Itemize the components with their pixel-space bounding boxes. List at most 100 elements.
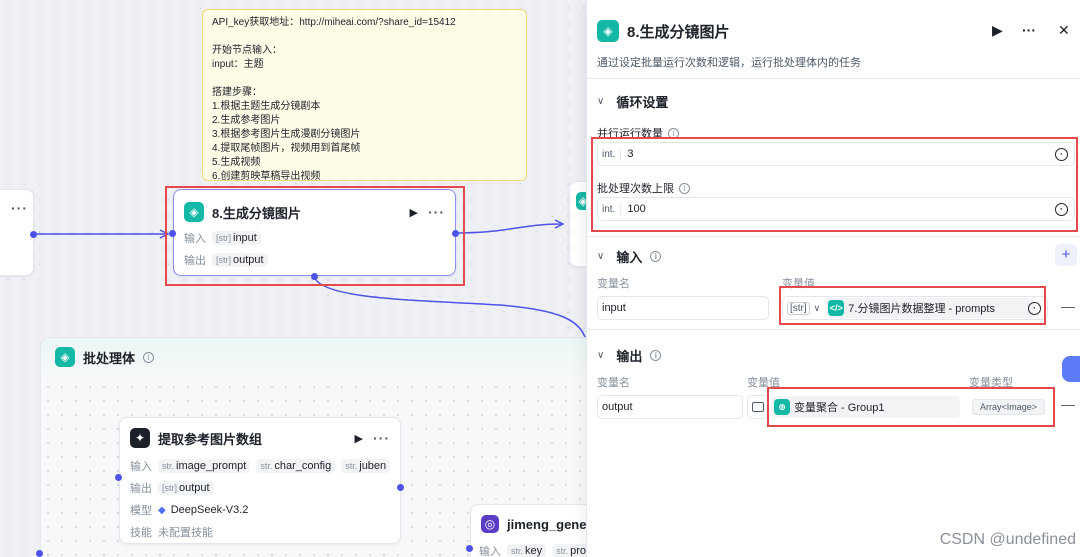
highlight-box bbox=[591, 137, 1078, 232]
assistant-float-icon[interactable] bbox=[1062, 356, 1080, 382]
batch-node-icon: ◈ bbox=[576, 192, 586, 210]
out-var-value-header: 变量值 bbox=[747, 377, 780, 389]
note-line: 开始节点输入： bbox=[212, 45, 282, 56]
add-input-button[interactable]: + bbox=[1055, 244, 1077, 266]
input-label: 输入 bbox=[130, 461, 152, 473]
parallel-count-input[interactable]: int. 3 · bbox=[597, 142, 1075, 166]
note-line: 5.生成视频 bbox=[212, 157, 261, 168]
input-var-name-field[interactable]: input bbox=[597, 296, 769, 320]
node-config-panel: ◈ 8.生成分镜图片 ▶ ··· ✕ 通过设定批量运行次数和逻辑，运行批处理体内… bbox=[586, 0, 1080, 557]
output-tag: [str]output bbox=[158, 481, 214, 495]
field-value: 3 bbox=[627, 148, 634, 160]
play-icon[interactable]: ▶ bbox=[409, 206, 418, 219]
close-button[interactable]: ✕ bbox=[1058, 22, 1070, 38]
input-reference-chip[interactable]: </> 7.分镜图片数据整理 - prompts bbox=[826, 298, 1035, 318]
input-var-value-field[interactable]: [str] ∨ </> 7.分镜图片数据整理 - prompts · bbox=[782, 296, 1048, 320]
info-icon[interactable]: i bbox=[650, 350, 662, 361]
play-icon[interactable]: ▶ bbox=[354, 432, 363, 445]
more-icon[interactable]: ··· bbox=[428, 204, 445, 220]
output-section[interactable]: ∨ 输出 i bbox=[597, 346, 662, 365]
info-icon[interactable]: i bbox=[679, 182, 690, 194]
more-icon[interactable]: ··· bbox=[11, 200, 28, 216]
jimeng-input-port[interactable] bbox=[466, 545, 473, 552]
left-partial-node[interactable]: ··· bbox=[0, 189, 34, 276]
skill-label: 技能 bbox=[130, 527, 152, 539]
input-section[interactable]: ∨ 输入 i bbox=[597, 247, 662, 266]
note-line: 4.提取尾帧图片，视频用到首尾帧 bbox=[212, 143, 361, 154]
more-button[interactable]: ··· bbox=[1022, 22, 1036, 38]
type-selector[interactable]: [str] bbox=[787, 301, 810, 315]
extract-images-node[interactable]: ✦ 提取参考图片数组 ▶ ··· 输入 str.image_prompt str… bbox=[119, 417, 401, 544]
note-line bbox=[212, 72, 517, 86]
llm-icon: ✦ bbox=[130, 428, 150, 448]
node-title: 8.生成分镜图片 bbox=[212, 205, 301, 221]
field-value: output bbox=[602, 401, 633, 413]
run-button[interactable]: ▶ bbox=[992, 22, 1003, 38]
more-icon[interactable]: ··· bbox=[373, 430, 390, 446]
info-icon[interactable]: i bbox=[143, 351, 155, 363]
note-line: input：主题 bbox=[212, 59, 264, 70]
extract-input-port[interactable] bbox=[115, 474, 122, 481]
skill-value: 未配置技能 bbox=[158, 527, 213, 539]
deepseek-icon: ◆ bbox=[158, 504, 166, 516]
watermark: CSDN @undefined bbox=[939, 531, 1076, 548]
note-line: API_key获取地址：http://miheai.com/?share_id=… bbox=[212, 17, 456, 28]
remove-output-button[interactable]: — bbox=[1061, 396, 1075, 412]
highlight-box bbox=[779, 286, 1046, 325]
output-type-icon-button[interactable] bbox=[747, 395, 769, 419]
chevron-down-icon: ∨ bbox=[597, 251, 605, 262]
remove-input-button[interactable]: — bbox=[1061, 298, 1075, 314]
divider bbox=[587, 329, 1080, 330]
group-icon: ⊕ bbox=[774, 399, 790, 415]
output-tag: [str]output bbox=[212, 253, 268, 267]
workflow-canvas[interactable]: ··· API_key获取地址：http://miheai.com/?share… bbox=[0, 0, 586, 557]
reference-label: 变量聚合 - Group1 bbox=[794, 402, 885, 414]
node-output-port[interactable] bbox=[452, 230, 459, 237]
output-label: 输出 bbox=[130, 483, 152, 495]
chevron-down-icon[interactable]: ∨ bbox=[813, 302, 821, 313]
model-name: DeepSeek-V3.2 bbox=[170, 504, 249, 516]
highlight-box bbox=[165, 186, 465, 286]
variable-ref-icon[interactable]: · bbox=[1028, 302, 1041, 315]
jimeng-icon: ◎ bbox=[481, 515, 499, 533]
node-title: 提取参考图片数组 bbox=[158, 431, 263, 447]
sticky-note[interactable]: API_key获取地址：http://miheai.com/?share_id=… bbox=[202, 9, 527, 181]
field-value: input bbox=[602, 302, 626, 314]
max-batch-input[interactable]: int. 100 · bbox=[597, 197, 1075, 221]
highlight-box bbox=[767, 387, 1055, 427]
model-label: 模型 bbox=[130, 505, 152, 517]
input-tag: str.char_config bbox=[256, 459, 336, 473]
variable-ref-icon[interactable]: · bbox=[1055, 203, 1068, 216]
section-title: 循环设置 bbox=[616, 95, 669, 110]
node-batch-port[interactable] bbox=[311, 273, 318, 280]
note-line: 搭建步骤： bbox=[212, 87, 262, 98]
node-input-port[interactable] bbox=[169, 230, 176, 237]
output-var-name-field[interactable]: output bbox=[597, 395, 743, 419]
chevron-down-icon: ∨ bbox=[597, 350, 605, 361]
out-var-type-header: 变量类型 bbox=[969, 377, 1013, 389]
extract-output-port[interactable] bbox=[397, 484, 404, 491]
output-label: 输出 bbox=[184, 255, 206, 267]
output-type-badge: Array<Image> bbox=[972, 399, 1046, 415]
variable-ref-icon[interactable]: · bbox=[1055, 148, 1068, 161]
batch-icon: ◈ bbox=[55, 347, 75, 367]
input-label: 输入 bbox=[184, 233, 206, 245]
batch-start-port[interactable] bbox=[36, 550, 43, 557]
output-reference-chip[interactable]: ⊕ 变量聚合 - Group1 bbox=[772, 396, 960, 418]
batch-node-icon: ◈ bbox=[184, 202, 204, 222]
info-icon[interactable]: i bbox=[650, 251, 662, 262]
image-icon bbox=[752, 402, 764, 412]
input-label: 输入 bbox=[479, 546, 501, 557]
left-node-output-port[interactable] bbox=[30, 231, 37, 238]
batch-title: 批处理体 bbox=[83, 350, 136, 366]
panel-description: 通过设定批量运行次数和逻辑，运行批处理体内的任务 bbox=[597, 57, 861, 69]
right-partial-node[interactable]: ◈ bbox=[569, 181, 586, 267]
loop-settings-section[interactable]: ∨ 循环设置 bbox=[597, 92, 668, 111]
note-line bbox=[212, 30, 517, 44]
jimeng-node[interactable]: ◎ jimeng_gener 输入 str.key str.prom bbox=[470, 504, 586, 557]
input-tag: str.image_prompt bbox=[158, 459, 251, 473]
note-line: 1.根据主题生成分镜剧本 bbox=[212, 101, 321, 112]
input-tag: str.juben bbox=[341, 459, 391, 473]
field-value: 100 bbox=[627, 203, 646, 215]
